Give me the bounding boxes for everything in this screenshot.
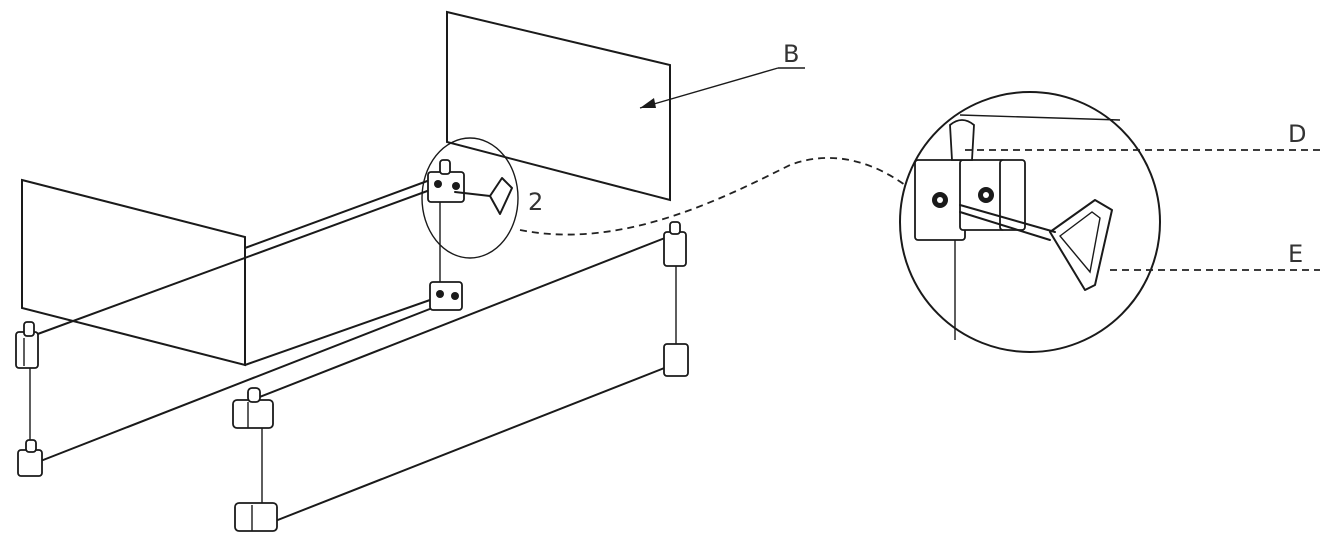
clip-front-right-bottom: [663, 343, 689, 377]
magnified-view: [899, 91, 1320, 353]
left-panel: [21, 178, 246, 367]
detail-circle-2: 2: [421, 137, 543, 259]
label-d: D: [1288, 120, 1306, 148]
label-e: E: [1288, 240, 1303, 268]
clip-front-left-top: [232, 387, 274, 429]
back-panel-b: [446, 10, 671, 202]
detail-connector: [519, 157, 906, 236]
detail-label-2: 2: [528, 188, 543, 216]
clip-left-bottom: [17, 439, 43, 477]
front-glass-panel: [251, 235, 677, 526]
magnified-key-tool: [959, 199, 1113, 291]
leader-b: B: [639, 40, 805, 109]
magnified-clip: [914, 119, 1026, 241]
clip-left-top: [15, 321, 39, 369]
clip-back-corner-top: [427, 159, 465, 203]
clip-back-corner-bottom: [429, 281, 463, 311]
label-b: B: [783, 40, 799, 68]
clip-front-left-bottom: [234, 502, 278, 532]
frame-edges: [244, 179, 441, 366]
clip-front-right-top: [663, 221, 687, 267]
key-tool-small: [454, 177, 513, 215]
